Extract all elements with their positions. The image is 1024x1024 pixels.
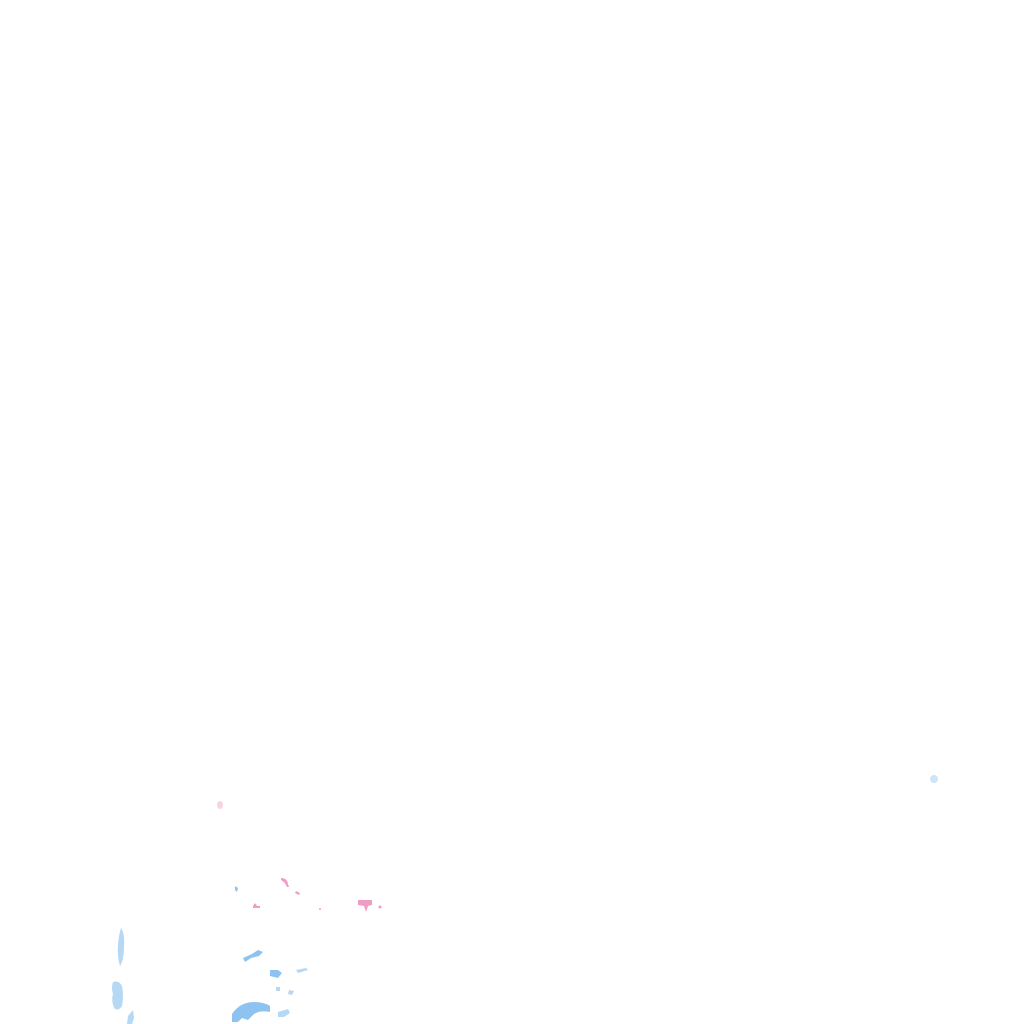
speckle — [232, 1002, 270, 1022]
speckle — [243, 950, 263, 962]
speckle — [296, 968, 308, 973]
speckle — [217, 801, 223, 809]
speckle — [278, 1009, 290, 1017]
speckle — [930, 775, 938, 783]
speckle — [117, 928, 125, 966]
speckle — [295, 891, 300, 895]
speckle — [378, 905, 382, 909]
speckle — [270, 970, 282, 978]
speckle — [235, 886, 238, 892]
speckle — [127, 1010, 134, 1024]
speckle — [288, 990, 294, 995]
speckle — [319, 908, 321, 910]
speckle — [253, 903, 260, 908]
speckle — [358, 900, 372, 912]
speckle — [112, 981, 123, 1010]
speckle — [276, 987, 280, 991]
speckle — [281, 878, 289, 887]
